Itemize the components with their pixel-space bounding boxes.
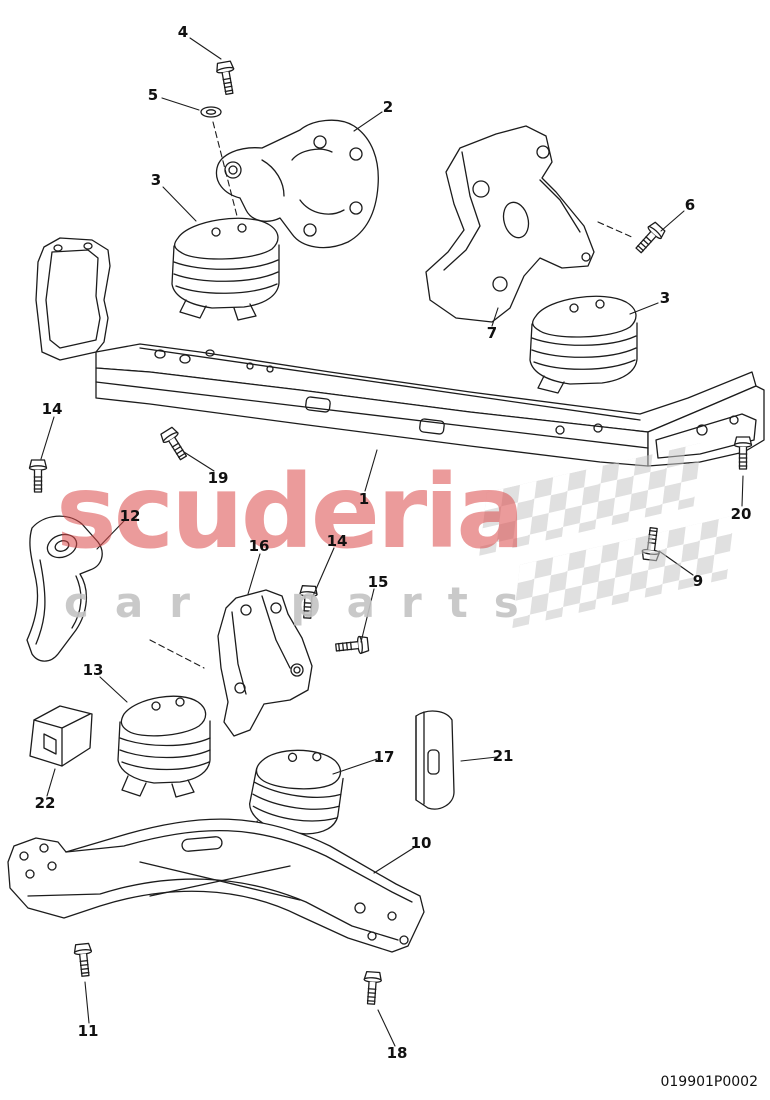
part-lever-12 <box>26 515 103 662</box>
part-mount-3-right <box>529 295 638 394</box>
callout-bolt-6: 6 <box>684 196 696 214</box>
callout-bolt-19: 19 <box>207 469 229 487</box>
leader-lines <box>40 37 744 1047</box>
part-bracket-7 <box>425 125 595 323</box>
callout-bracket-7: 7 <box>486 324 498 342</box>
callout-mount-3-right: 3 <box>659 289 671 307</box>
callout-bracket-16: 16 <box>248 537 270 555</box>
part-bolt-14-mid <box>298 584 319 620</box>
part-mount-13 <box>117 695 211 798</box>
callout-mount-17: 17 <box>373 748 395 766</box>
part-clip-22 <box>29 705 93 767</box>
callout-bolt-18: 18 <box>386 1044 408 1062</box>
part-clip-21 <box>415 710 455 810</box>
callout-bolt-15: 15 <box>367 573 389 591</box>
part-bracket-16 <box>217 589 313 737</box>
callout-beam-10: 10 <box>410 834 432 852</box>
callout-bolt-14-mid: 14 <box>326 532 348 550</box>
callout-bolt-4: 4 <box>177 23 189 41</box>
callout-bolt-9: 9 <box>692 572 704 590</box>
callout-bolt-20: 20 <box>730 505 752 523</box>
callout-mount-3-left: 3 <box>150 171 162 189</box>
callout-washer-5: 5 <box>147 86 159 104</box>
callout-mount-13: 13 <box>82 661 104 679</box>
part-bolt-14-left <box>28 459 48 493</box>
part-bolt-19 <box>158 425 192 464</box>
part-bolt-9 <box>640 526 663 562</box>
part-mount-17 <box>248 749 344 841</box>
part-mount-3-left <box>171 217 280 321</box>
callout-beam-1: 1 <box>358 490 370 508</box>
callout-bolt-14-left: 14 <box>41 400 63 418</box>
callout-lever-12: 12 <box>119 507 141 525</box>
callout-bolt-11: 11 <box>77 1022 99 1040</box>
part-bolt-18 <box>361 970 383 1006</box>
part-bolt-11 <box>73 942 95 978</box>
part-washer-5 <box>200 106 222 118</box>
part-crossmember-1 <box>35 237 765 467</box>
part-crossmember-10 <box>7 818 425 953</box>
part-bolt-15 <box>334 635 370 657</box>
callout-bracket-2: 2 <box>382 98 394 116</box>
callout-clip-22: 22 <box>34 794 56 812</box>
callout-clip-21: 21 <box>492 747 514 765</box>
part-bracket-2 <box>215 119 379 249</box>
diagram-code: 019901P0002 <box>660 1074 758 1090</box>
part-bolt-6 <box>631 220 668 257</box>
part-bolt-4 <box>214 60 239 96</box>
